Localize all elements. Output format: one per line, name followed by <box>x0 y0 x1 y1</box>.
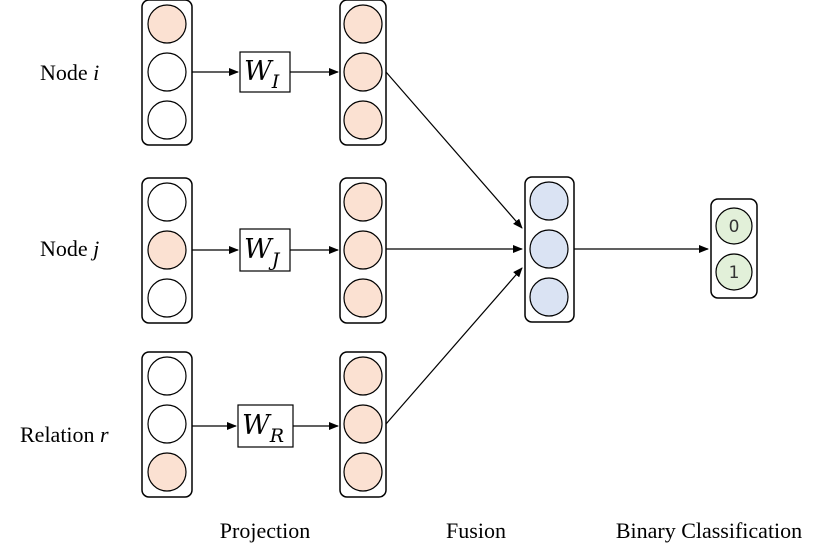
input-cell <box>147 230 187 270</box>
embedding-cell <box>343 100 383 140</box>
row-label-name: Relation <box>20 422 95 447</box>
input-cell <box>147 100 187 140</box>
weight-subscript: I <box>271 71 280 93</box>
weight-box <box>239 228 291 272</box>
weight-base: W <box>244 234 274 265</box>
class-label-1: 1 <box>729 263 740 283</box>
fused-vector <box>524 176 575 323</box>
input-cell <box>147 182 187 222</box>
fused-cell <box>529 277 569 317</box>
row-relation-r: Relation r WR <box>20 351 387 498</box>
weight-base: W <box>244 56 274 87</box>
embedding-cell <box>343 278 383 318</box>
row-label-var: r <box>100 422 109 447</box>
embedding-cell <box>343 452 383 492</box>
row-label-var: j <box>90 236 99 261</box>
projected-vector-r <box>339 351 387 498</box>
weight-box <box>237 404 294 448</box>
weight-matrix-r: WR <box>237 404 294 448</box>
weight-matrix-j: WJ <box>239 228 291 272</box>
input-cell <box>147 4 187 44</box>
row-label-node-i: Node i <box>40 60 99 85</box>
class-label-0: 0 <box>729 217 740 237</box>
embedding-cell <box>343 4 383 44</box>
output-vector: 0 1 <box>710 198 758 299</box>
embedding-cell <box>343 52 383 92</box>
input-vector-i <box>141 0 193 146</box>
row-node-i: Node i WI <box>40 0 387 146</box>
class-cell <box>715 207 753 245</box>
projected-vector-j <box>339 177 387 324</box>
fusion-arrow-r <box>385 267 523 425</box>
input-cell <box>147 356 187 396</box>
row-label-var: i <box>93 60 99 85</box>
row-label-node-j: Node j <box>40 236 99 261</box>
input-cell <box>147 278 187 318</box>
input-cell <box>147 52 187 92</box>
embedding-cell <box>343 356 383 396</box>
weight-base: W <box>242 410 272 441</box>
stage-label-classification: Binary Classification <box>616 518 802 543</box>
row-node-j: Node j WJ <box>40 177 387 324</box>
weight-box <box>239 51 291 93</box>
row-label-name: Node <box>40 236 88 261</box>
row-label-name: Node <box>40 60 88 85</box>
weight-label: WI <box>244 56 280 93</box>
row-label-relation-r: Relation r <box>20 422 109 447</box>
stage-label-fusion: Fusion <box>446 518 506 543</box>
embedding-cell <box>343 182 383 222</box>
input-cell <box>147 452 187 492</box>
weight-matrix-i: WI <box>239 51 291 93</box>
stage-label-projection: Projection <box>220 518 310 543</box>
input-vector-j <box>141 177 193 324</box>
embedding-cell <box>343 230 383 270</box>
fused-cell <box>529 181 569 221</box>
class-cell <box>715 253 753 291</box>
weight-subscript: R <box>269 425 284 447</box>
input-cell <box>147 404 187 444</box>
weight-label: WR <box>242 410 284 447</box>
input-vector-r <box>141 351 193 498</box>
embedding-cell <box>343 404 383 444</box>
weight-label: WJ <box>244 234 281 271</box>
projected-vector-i <box>339 0 387 146</box>
fused-cell <box>529 229 569 269</box>
fusion-arrow-i <box>385 71 523 229</box>
weight-subscript: J <box>268 249 281 271</box>
